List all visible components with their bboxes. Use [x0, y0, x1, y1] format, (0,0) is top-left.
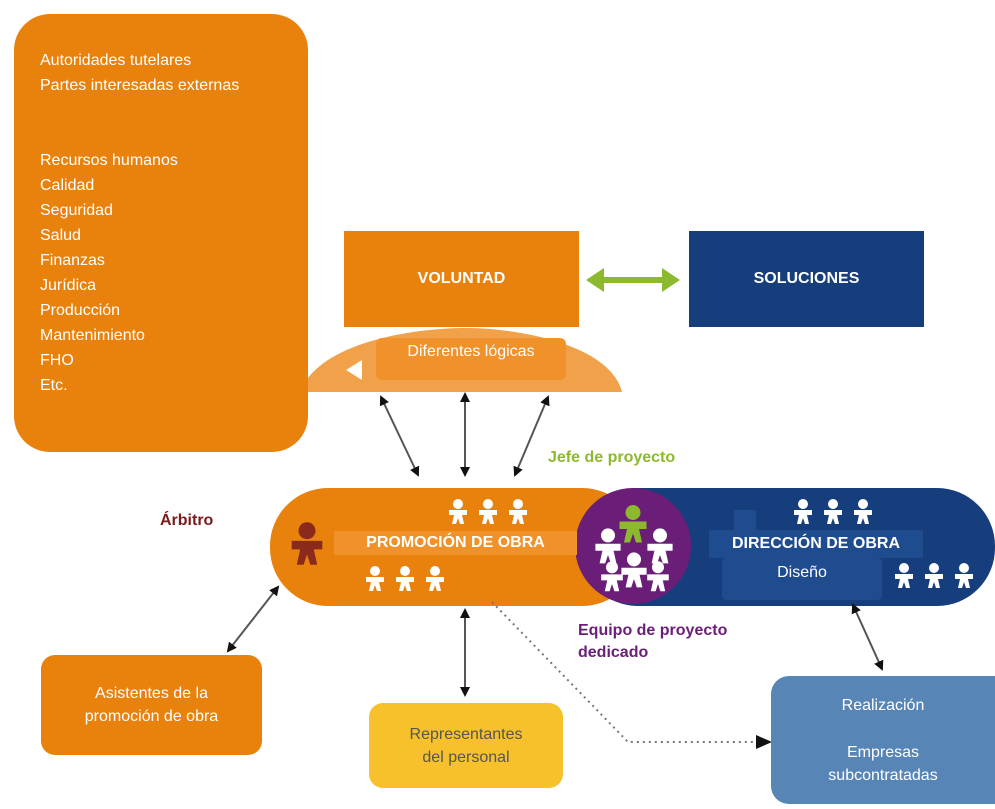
voluntad-box: VOLUNTAD	[344, 231, 579, 327]
logicas-label: Diferentes lógicas	[376, 338, 566, 380]
equipo-line: Equipo de proyecto	[578, 622, 728, 639]
asistentes-line: promoción de obra	[84, 708, 219, 725]
jefe-label: Jefe de proyecto	[548, 449, 676, 466]
asistentes-line: Asistentes de la	[95, 685, 208, 702]
stakeholders-box: Autoridades tutelares Partes interesadas…	[14, 14, 308, 452]
voluntad-soluciones-arrow	[586, 268, 680, 292]
representantes-line: Representantes	[409, 725, 523, 743]
stakeholder-item: Recursos humanos	[40, 152, 178, 169]
stakeholder-item: Finanzas	[40, 252, 105, 269]
left-triangle-icon	[346, 360, 362, 380]
arbitro-label: Árbitro	[160, 512, 214, 529]
realizacion-sub: Empresas	[846, 744, 920, 761]
diseno-label: Diseño	[722, 558, 882, 600]
realizacion-box: Realización Empresas subcontratadas	[771, 676, 995, 804]
stakeholder-item: Calidad	[40, 177, 95, 194]
equipo-line: dedicado	[578, 644, 649, 661]
stakeholder-item: Jurídica	[40, 277, 97, 294]
stakeholder-item: Mantenimiento	[40, 327, 145, 344]
stakeholder-item: Autoridades tutelares	[40, 52, 192, 69]
realizacion-sub: subcontratadas	[828, 767, 938, 784]
stakeholder-item: Producción	[40, 302, 121, 319]
direccion-label: DIRECCIÓN DE OBRA	[709, 530, 923, 558]
soluciones-box: SOLUCIONES	[689, 231, 924, 327]
stakeholder-item: Seguridad	[40, 202, 113, 219]
stakeholder-item: FHO	[40, 352, 74, 369]
representantes-line: del personal	[422, 748, 510, 766]
promocion-label: PROMOCIÓN DE OBRA	[334, 531, 577, 555]
representantes-box: Representantes del personal	[369, 703, 563, 788]
equipo-label: Equipo de proyecto dedicado	[578, 620, 727, 664]
realizacion-title: Realización	[841, 697, 925, 714]
asistentes-box: Asistentes de la promoción de obra	[41, 655, 262, 755]
stakeholder-item: Etc.	[40, 377, 68, 394]
stakeholder-item: Partes interesadas externas	[40, 77, 240, 94]
stakeholder-item: Salud	[40, 227, 81, 244]
